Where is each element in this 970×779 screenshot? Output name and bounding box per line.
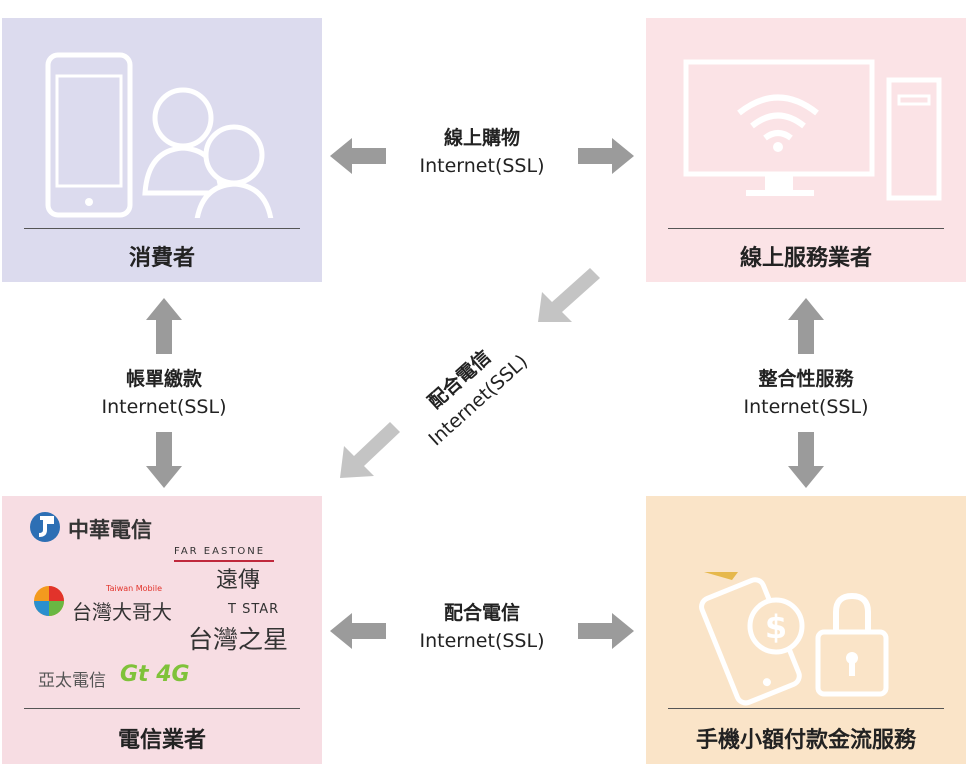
- taiwan-mobile-logo-icon: [34, 586, 64, 616]
- fareastone-name-zh: 遠傳: [216, 568, 261, 593]
- edge-label-top: 線上購物 Internet(SSL): [388, 124, 576, 180]
- chunghwa-name: 中華電信: [68, 518, 152, 542]
- edge-label-right-line2: Internet(SSL): [743, 396, 869, 418]
- aptg-name-zh: 亞太電信: [38, 671, 106, 691]
- edge-label-bottom-line2: Internet(SSL): [419, 630, 545, 652]
- edge-label-right-line1: 整合性服務: [758, 368, 854, 390]
- consumer-divider: [24, 228, 300, 229]
- fareastone-underline: [174, 560, 274, 562]
- chunghwa-logo-icon: [30, 512, 60, 542]
- merchant-node: 線上服務業者: [646, 18, 966, 282]
- arrow-right-top: [578, 138, 634, 174]
- aptg-mark: Gt 4G: [120, 662, 190, 687]
- payment-divider: [668, 708, 944, 709]
- edge-label-left-line1: 帳單繳款: [125, 368, 202, 390]
- merchant-divider: [668, 228, 944, 229]
- edge-label-bottom: 配合電信 Internet(SSL): [388, 599, 576, 655]
- taiwan-mobile-name-zh: 台灣大哥大: [72, 600, 172, 624]
- payment-title: 手機小額付款金流服務: [695, 728, 916, 753]
- edge-label-top-line1: 線上購物: [443, 127, 520, 149]
- arrow-down-left: [146, 432, 182, 488]
- arrow-down-right: [788, 432, 824, 488]
- arrow-up-left: [146, 298, 182, 354]
- edge-label-left-line2: Internet(SSL): [101, 396, 227, 418]
- arrow-left-top: [330, 138, 386, 174]
- edge-label-bottom-line1: 配合電信: [443, 602, 520, 624]
- arrow-right-bottom: [578, 613, 634, 649]
- telecom-node: 中華電信 FAR EASTONE 遠傳 Taiwan Mobile 台灣大哥大 …: [2, 496, 322, 764]
- computer-wifi-icon: [683, 59, 942, 201]
- telecom-divider: [24, 708, 300, 709]
- taiwan-mobile-name-en: Taiwan Mobile: [106, 584, 162, 593]
- telecom-title: 電信業者: [117, 728, 206, 753]
- consumer-node: 消費者: [2, 18, 322, 282]
- tstar-name-zh: 台灣之星: [188, 625, 289, 654]
- mobile-payment-lock-icon: $: [699, 572, 889, 706]
- svg-text:$: $: [765, 608, 787, 646]
- edge-label-left: 帳單繳款 Internet(SSL): [64, 365, 264, 421]
- arrow-up-right: [788, 298, 824, 354]
- smartphone-user-icon: [45, 52, 274, 218]
- tstar-name-en: T STAR: [228, 602, 280, 617]
- consumer-title: 消費者: [128, 246, 195, 271]
- edge-label-right: 整合性服務 Internet(SSL): [706, 365, 906, 421]
- arrow-left-bottom: [330, 613, 386, 649]
- fareastone-name-en: FAR EASTONE: [174, 546, 266, 557]
- edge-label-top-line2: Internet(SSL): [419, 155, 545, 177]
- arrow-diagonal-lower: [340, 422, 400, 478]
- payment-node: $ 手機小額付款金流服務: [646, 496, 966, 764]
- merchant-title: 線上服務業者: [739, 246, 872, 271]
- arrow-diagonal-upper: [538, 268, 600, 322]
